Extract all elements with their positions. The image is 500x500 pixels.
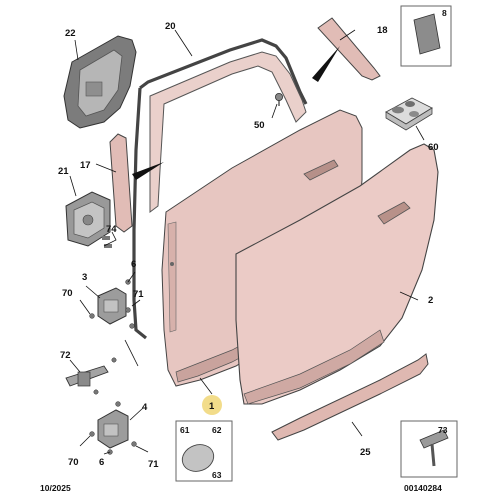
callout-70-lower: 70 [68,457,79,468]
part-22-trim-panel[interactable] [63,35,137,129]
callout-4: 4 [142,402,148,413]
callout-6-upper: 6 [131,259,136,270]
callout-3: 3 [82,272,87,283]
box-61-62-63[interactable]: 61 62 63 [175,420,233,482]
callout-18: 18 [377,25,388,36]
callout-numbers: 20 22 18 50 60 17 21 74 6 3 70 71 72 4 7… [58,21,439,470]
callout-71-lower: 71 [148,459,159,470]
callout-1-bubble[interactable]: 1 [202,395,222,415]
callout-17: 17 [80,160,91,171]
footer-date: 10/2025 [40,483,71,493]
leader-lines [69,29,425,455]
callout-74: 74 [106,224,117,235]
box-label-73: 73 [438,425,448,435]
callout-6-lower: 6 [99,457,104,468]
part-72-check-strap[interactable] [65,357,117,395]
part-60-plug-kit[interactable] [385,97,433,131]
part-18-corner-trim[interactable] [317,17,381,81]
box-8-label: 8 [442,8,447,18]
part-3-upper-hinge[interactable] [89,279,135,329]
part-21-lock-mechanism[interactable] [65,191,112,248]
box-73[interactable]: 73 [400,420,458,478]
part-17-pillar-trim[interactable] [109,133,133,233]
part-2-door-skin[interactable] [235,143,439,405]
footer: 10/2025 00140284 [40,483,442,493]
box-label-61: 61 [180,425,190,435]
part-50-clip[interactable] [274,93,283,106]
callout-22: 22 [65,28,76,39]
footer-reference: 00140284 [404,483,442,493]
box-label-63: 63 [212,470,222,480]
callout-72: 72 [60,350,71,361]
part-25-door-moulding[interactable] [271,353,429,441]
callout-71-upper: 71 [133,289,144,300]
callout-50: 50 [254,120,265,131]
callout-70-upper: 70 [62,288,73,299]
callout-60: 60 [428,142,439,153]
callout-1: 1 [209,401,215,412]
callout-21: 21 [58,166,69,177]
callout-2: 2 [428,295,433,306]
box-label-62: 62 [212,425,222,435]
callout-25: 25 [360,447,371,458]
box-8[interactable]: 8 [400,5,452,67]
pointer-arrows [132,46,340,180]
door-frame [149,51,307,213]
part-4-lower-hinge[interactable] [89,401,137,455]
part-20-weatherstrip[interactable] [132,38,308,340]
callout-20: 20 [165,21,176,32]
